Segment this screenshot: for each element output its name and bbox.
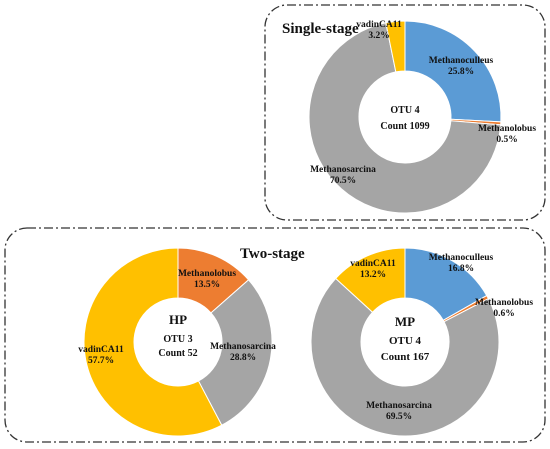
slice-methanosarcina [197,279,273,426]
center-label: OTU 4 [389,335,422,347]
slice-methanosarcina [310,277,500,437]
slice-vadinca11 [385,20,406,73]
slice-methanoculleus [404,20,502,123]
center-label: MP [395,314,415,329]
two-stage-title: Two-stage [240,246,305,262]
center-label: OTU 4 [390,105,419,116]
center-label: Count 52 [158,348,197,359]
slice-methanosarcina [308,22,502,214]
slice-vadinca11 [83,247,223,437]
single-stage-title: Single-stage [282,21,359,37]
center-label: Count 1099 [380,121,429,132]
two-stage-panel [4,227,546,443]
center-label: OTU 3 [163,334,192,345]
center-label: Count 167 [381,351,430,363]
center-label: HP [169,312,187,327]
slice-vadinca11 [335,247,406,313]
